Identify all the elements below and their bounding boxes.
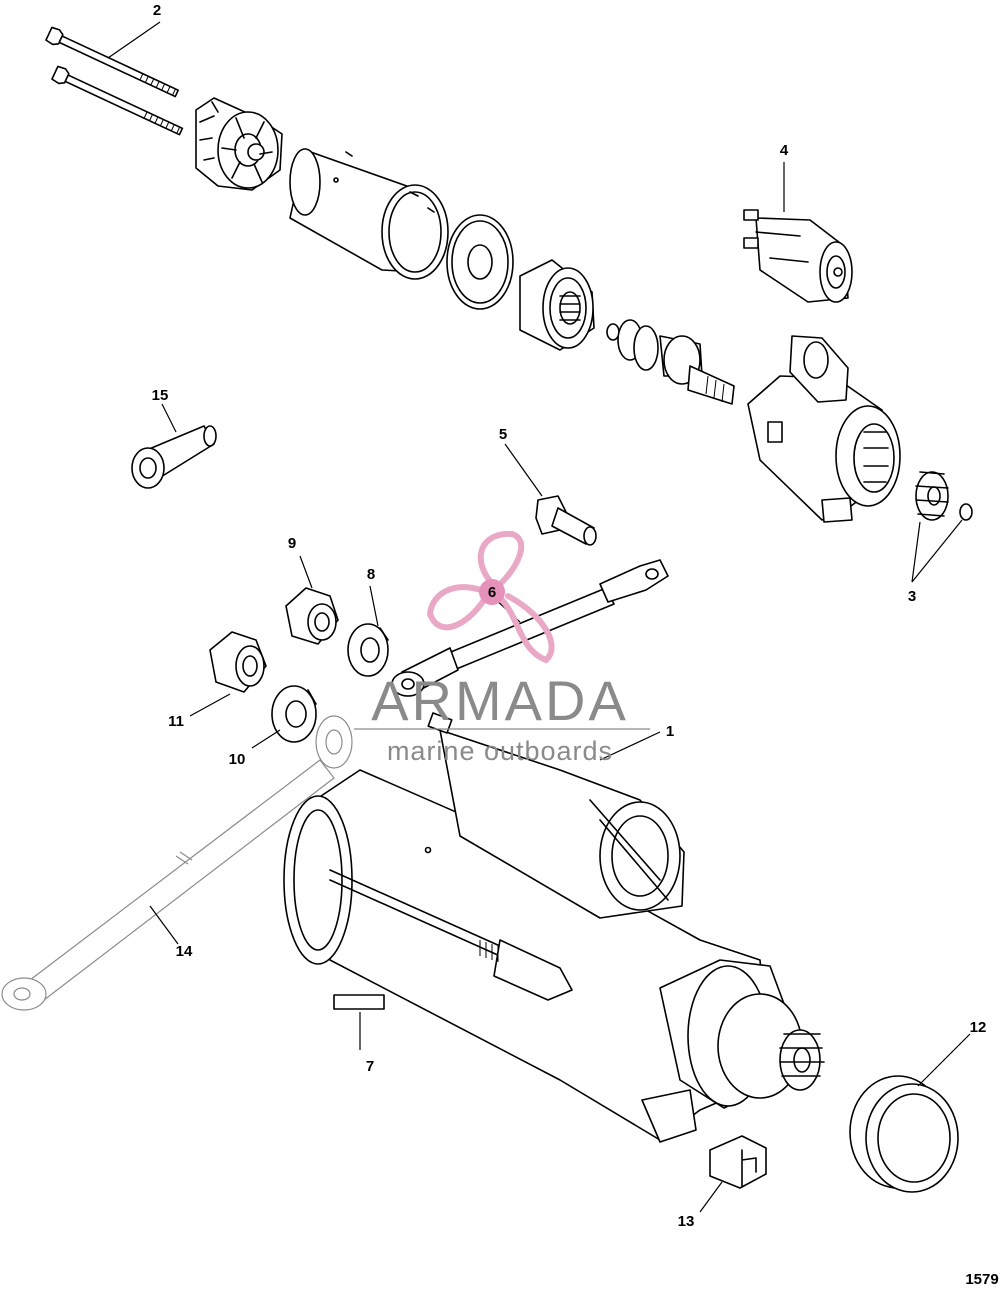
part-14-ground-cable xyxy=(1,715,353,1011)
callout-13: 13 xyxy=(678,1213,695,1230)
propeller-logo xyxy=(426,530,555,664)
callout-7: 7 xyxy=(366,1058,374,1075)
callout-6: 6 xyxy=(488,584,496,601)
part-3-pinion-gear xyxy=(915,471,973,521)
part-5-bolt xyxy=(535,495,597,546)
callout-labels: 2 4 15 5 9 8 3 11 1 10 14 12 7 13 1579 xyxy=(152,2,999,1288)
watermark-brand: ARMADA xyxy=(371,669,629,732)
callout-5: 5 xyxy=(499,426,507,443)
drive-shaft-assembly xyxy=(606,319,735,405)
callout-15: 15 xyxy=(152,387,169,404)
part-13-clip xyxy=(709,1135,767,1189)
part-9-nut xyxy=(285,587,339,645)
part-1-starter-motor xyxy=(283,712,825,1143)
part-8-lock-washer xyxy=(347,623,389,677)
callout-6-badge xyxy=(479,579,505,605)
motor-frame xyxy=(289,148,449,280)
callout-9: 9 xyxy=(288,535,296,552)
callout-12: 12 xyxy=(970,1019,987,1036)
part-2-through-bolts xyxy=(45,26,184,136)
part-4-solenoid xyxy=(743,209,853,303)
commutator-end-cap xyxy=(195,97,283,191)
part-6-cable xyxy=(391,559,669,697)
figure-number: 1579 xyxy=(965,1271,998,1288)
part-15-ring-terminal xyxy=(131,425,217,489)
callout-8: 8 xyxy=(367,566,375,583)
armada-watermark: 6 ARMADA marine outboards xyxy=(354,530,650,766)
callout-2: 2 xyxy=(153,2,161,19)
part-10-lock-washer xyxy=(271,685,317,743)
callout-14: 14 xyxy=(176,943,193,960)
thrust-washer xyxy=(446,214,514,310)
armature xyxy=(519,259,595,351)
part-11-nut xyxy=(209,631,267,693)
callout-11: 11 xyxy=(168,713,184,730)
callout-10: 10 xyxy=(229,751,246,768)
part-12-seal-ring xyxy=(849,1075,959,1193)
callout-4: 4 xyxy=(780,142,789,159)
callout-1: 1 xyxy=(666,723,674,740)
part-7-decal xyxy=(333,994,385,1010)
watermark-tagline: marine outboards xyxy=(387,736,613,766)
callout-3: 3 xyxy=(908,588,916,605)
drive-housing xyxy=(747,335,901,523)
